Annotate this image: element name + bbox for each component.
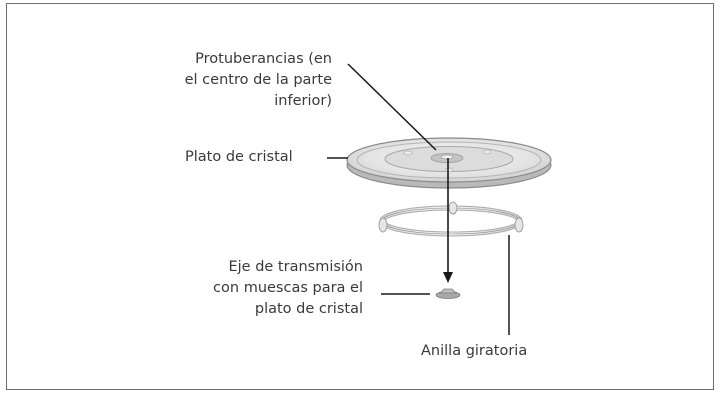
glass-plate [346,137,552,189]
drive-shaft [435,288,461,299]
label-plato-de-cristal: Plato de cristal [185,149,293,165]
diagram-frame [6,3,714,390]
assembly-arrow [443,158,453,283]
label-anilla-giratoria: Anilla giratoria [421,343,528,359]
leader-line-protuberancias [347,63,437,151]
label-protuberancias: Protuberancias (en el centro de la parte… [184,51,332,109]
label-eje-de-transmision: Eje de transmisión con muescas para el p… [213,259,363,317]
rotating-ring [378,201,524,237]
